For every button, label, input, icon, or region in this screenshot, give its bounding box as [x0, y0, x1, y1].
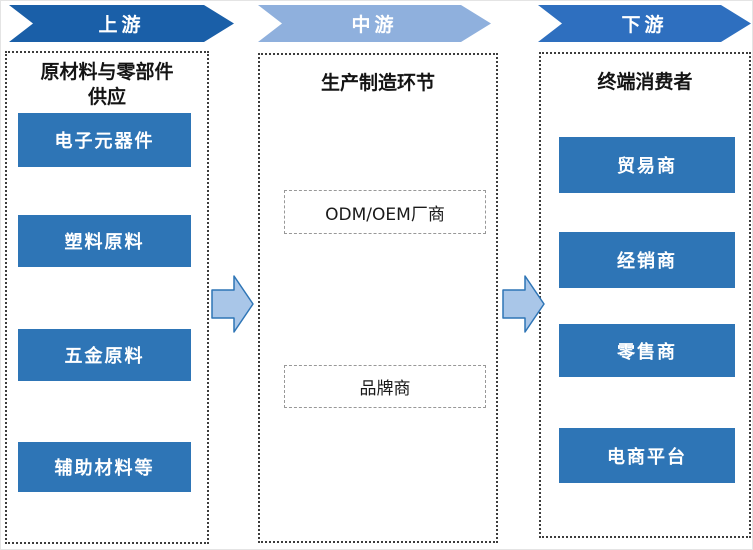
downstream-panel-title: 终端消费者	[597, 71, 693, 93]
downstream-item-trader: 贸易商	[559, 137, 735, 193]
upstream-stage-banner: 上游	[9, 5, 234, 42]
upstream-title-line2: 供应	[87, 85, 126, 108]
upstream-item-auxiliary-materials: 辅助材料等	[18, 442, 191, 492]
upstream-stage-label: 上游	[98, 14, 145, 36]
upstream-title-line1: 原材料与零部件	[40, 61, 174, 83]
upstream-item-hardware-materials: 五金原料	[18, 329, 191, 381]
upstream-panel-title: 原材料与零部件 供应	[7, 60, 207, 109]
downstream-item-retailer: 零售商	[559, 324, 735, 377]
midstream-stage-label: 中游	[351, 14, 398, 36]
flow-arrow-upstream-to-midstream-icon	[211, 275, 254, 333]
midstream-stage-banner: 中游	[258, 5, 491, 42]
downstream-stage-banner: 下游	[538, 5, 751, 42]
downstream-stage-label: 下游	[621, 14, 668, 36]
downstream-item-distributor: 经销商	[559, 232, 735, 288]
midstream-item-brand-vendor: 品牌商	[284, 365, 486, 408]
midstream-panel-title: 生产制造环节	[320, 72, 435, 94]
midstream-panel: 生产制造环节	[258, 53, 498, 543]
upstream-item-electronic-components: 电子元器件	[18, 113, 191, 167]
midstream-item-odm-oem: ODM/OEM厂商	[284, 190, 486, 234]
upstream-item-plastic-materials: 塑料原料	[18, 215, 191, 267]
downstream-item-ecommerce-platform: 电商平台	[559, 428, 735, 483]
flow-arrow-midstream-to-downstream-icon	[502, 275, 545, 333]
